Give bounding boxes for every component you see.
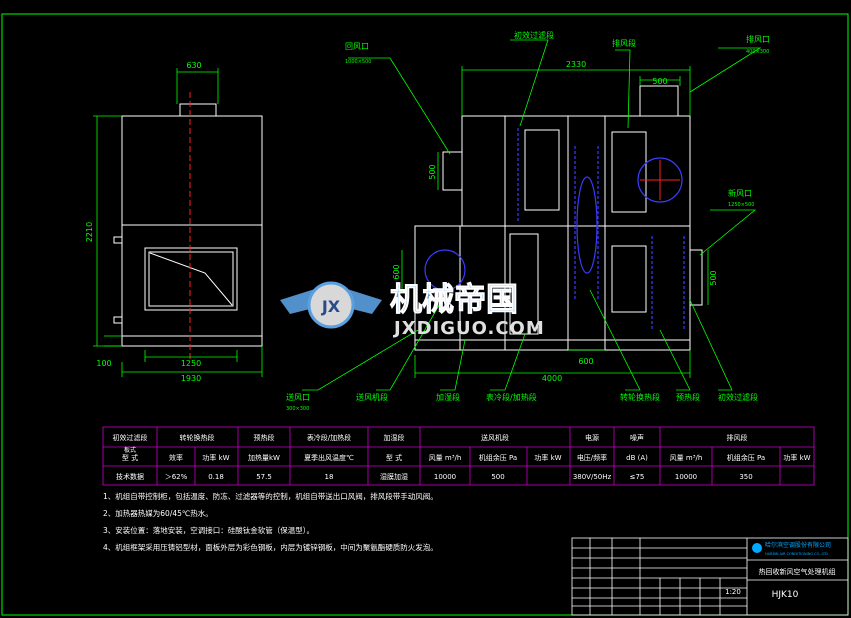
title-block (571, 537, 849, 616)
svg-text:＞62%: ＞62% (165, 473, 188, 481)
dim-600-bottom: 600 (578, 357, 593, 366)
svg-text:机组余压 Pa: 机组余压 Pa (479, 453, 517, 462)
dim-2210: 2210 (85, 222, 94, 242)
fan-icon (424, 249, 466, 291)
company-name-en: HARBIN AIR CONDITIONING CO.,LTD (765, 552, 828, 556)
watermark-en: JXDIGUO.COM (392, 318, 545, 339)
svg-text:效率: 效率 (169, 453, 183, 462)
scale: 1:20 (725, 588, 741, 596)
svg-text:0.18: 0.18 (208, 473, 224, 481)
label-cool-heat: 表冷段/加热段 (486, 392, 537, 402)
note-1: 1、机组自带控制柜，包括温度、防冻、过滤器等的控制，机组自带送出口风阀，排风段带… (103, 491, 438, 501)
svg-text:型 式: 型 式 (386, 453, 402, 462)
label-fresh-air: 新风口 (728, 188, 752, 198)
svg-text:湿膜加湿: 湿膜加湿 (380, 472, 408, 481)
label-preheat: 预热段 (676, 392, 700, 402)
svg-text:夏季出风温度℃: 夏季出风温度℃ (304, 453, 354, 462)
svg-text:功率 kW: 功率 kW (202, 453, 229, 462)
front-view (414, 85, 703, 351)
label-exhaust-outlet: 排风口 (746, 34, 770, 44)
note-2: 2、加热器热媒为60/45℃热水。 (103, 508, 213, 518)
drawing-frame (1, 13, 849, 616)
svg-text:dB (A): dB (A) (626, 454, 648, 462)
company-logo-icon (752, 543, 762, 553)
fan-icon (637, 157, 683, 203)
spec-table-text: 初效过滤段 转轮换热段 预热段 表冷段/加热段 加湿段 送风机段 电源 噪声 排… (113, 433, 811, 481)
label-supply-air-size: 300×300 (286, 406, 309, 412)
label-supply-fan: 送风机段 (356, 392, 388, 402)
svg-text:350: 350 (739, 473, 752, 481)
dim-1930: 1930 (181, 374, 201, 383)
front-view-dimensions (401, 66, 709, 378)
note-3: 3、安装位置：落地安装，空调接口：硅酸钛金软管（保温型）。 (103, 525, 314, 535)
spec-table (102, 426, 815, 486)
svg-text:机组余压 Pa: 机组余压 Pa (727, 453, 765, 462)
label-exhaust-outlet-size: 400×300 (746, 49, 769, 55)
svg-text:噪声: 噪声 (630, 433, 644, 442)
svg-text:10000: 10000 (675, 473, 697, 481)
drawing-title: 热回收新风空气处理机组 (759, 567, 836, 576)
label-exchanger: 转轮换热段 (620, 392, 660, 402)
notes: 1、机组自带控制柜，包括温度、防冻、过滤器等的控制，机组自带送出口风阀，排风段带… (103, 491, 438, 552)
dim-4000: 4000 (542, 374, 562, 383)
svg-text:380V/50Hz: 380V/50Hz (573, 473, 612, 481)
label-supply-air: 送风口 (286, 392, 310, 402)
leader-lines (302, 39, 762, 391)
callout-labels: 回风口 1000×500 初效过滤段 排风段 排风口 400×300 新风口 1… (286, 30, 770, 412)
svg-text:表冷段/加热段: 表冷段/加热段 (307, 433, 351, 442)
dim-500-top: 500 (652, 77, 667, 86)
svg-text:电压/频率: 电压/频率 (577, 453, 607, 462)
label-exhaust-section: 排风段 (612, 38, 636, 48)
svg-text:风量 m³/h: 风量 m³/h (429, 454, 462, 462)
label-primary-filter-top: 初效过滤段 (514, 30, 554, 40)
label-humidify: 加湿段 (436, 392, 460, 402)
dim-630: 630 (186, 61, 201, 70)
svg-text:加湿段: 加湿段 (384, 433, 405, 442)
svg-text:初效过滤段: 初效过滤段 (113, 433, 148, 442)
side-view (113, 103, 263, 347)
label-primary-filter-sec: 初效过滤段 (718, 392, 758, 402)
label-return-air: 回风口 (345, 42, 369, 51)
watermark-cn: 机械帝国 (390, 280, 518, 318)
dim-100: 100 (96, 359, 111, 368)
gear-icon (307, 281, 355, 329)
svg-text:技术数据: 技术数据 (116, 472, 144, 481)
svg-text:≤75: ≤75 (630, 473, 645, 481)
svg-text:加热量kW: 加热量kW (248, 453, 280, 462)
svg-text:风量 m³/h: 风量 m³/h (670, 454, 703, 462)
watermark: JX 机械帝国 JXDIGUO.COM (280, 280, 545, 339)
svg-text:送风机段: 送风机段 (481, 433, 509, 442)
svg-text:型 式: 型 式 (122, 453, 138, 462)
label-return-air-size: 1000×500 (345, 59, 371, 65)
front-view-internals (424, 128, 685, 330)
svg-text:排风段: 排风段 (727, 433, 748, 442)
company-name: 哈尔滨空调股份有限公司 (765, 541, 831, 549)
svg-text:电源: 电源 (585, 433, 599, 442)
label-fresh-air-size: 1250×500 (728, 202, 754, 208)
svg-text:预热段: 预热段 (254, 433, 275, 442)
dim-500-left: 500 (428, 164, 437, 179)
dim-600-left: 600 (392, 264, 401, 279)
svg-text:功率 kW: 功率 kW (534, 453, 561, 462)
svg-text:500: 500 (491, 473, 504, 481)
spec-table-type-note: 板式 (124, 446, 136, 454)
svg-text:57.5: 57.5 (256, 473, 272, 481)
side-view-dimensions (93, 68, 263, 377)
model-number: HJK10 (772, 590, 799, 600)
svg-text:转轮换热段: 转轮换热段 (180, 433, 215, 442)
watermark-emblem: JX (321, 297, 341, 316)
note-4: 4、机组框架采用压铸铝型材，面板外层为彩色钢板，内层为镀锌钢板，中间为聚氨酯硬质… (103, 542, 438, 552)
dim-1250: 1250 (181, 359, 201, 368)
svg-text:10000: 10000 (434, 473, 456, 481)
dim-500-right: 500 (709, 270, 718, 285)
svg-text:18: 18 (325, 473, 334, 481)
svg-text:功率 kW: 功率 kW (783, 453, 810, 462)
dim-2330: 2330 (566, 60, 586, 69)
